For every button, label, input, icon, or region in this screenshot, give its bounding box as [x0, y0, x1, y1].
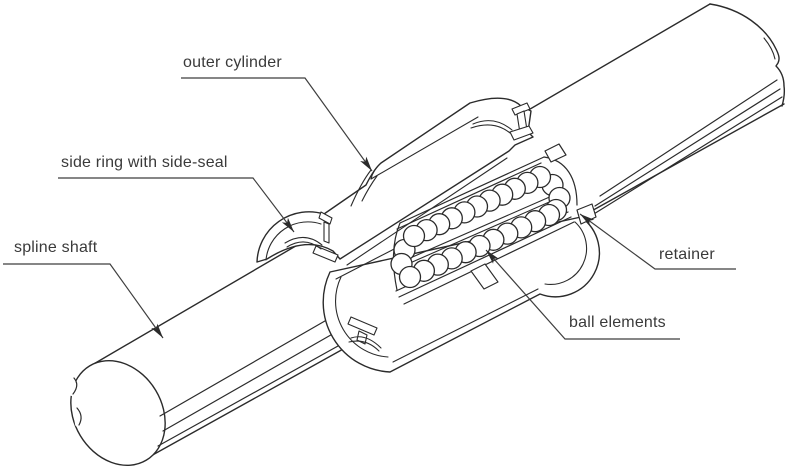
leader-outer-cylinder — [181, 77, 373, 172]
ball-track — [390, 165, 571, 289]
label-spline-shaft: spline shaft — [14, 239, 98, 256]
side-seal-lip — [350, 336, 382, 349]
right-ring-inner-arc — [544, 221, 588, 285]
ball-row-lower — [398, 203, 561, 289]
wall-thickness-line — [392, 288, 539, 363]
shaft-end-cap — [709, 3, 786, 107]
wall-thickness-line — [346, 157, 508, 266]
side-seal-lip — [284, 236, 323, 246]
ring-flange-section — [312, 245, 339, 263]
notch-mask — [73, 406, 81, 427]
shaft-end-face — [70, 359, 166, 467]
left-ring-inner-arc — [334, 276, 389, 358]
spline-grooves-right — [588, 79, 783, 218]
bottom-shell-body — [322, 216, 601, 373]
retainer-tab-right — [576, 203, 597, 225]
spline-groove-notch — [72, 377, 78, 395]
bottom-shell-details — [334, 221, 588, 363]
side-seal-lip — [286, 241, 322, 250]
ring-web-section — [323, 221, 330, 244]
outer-cylinder-details — [265, 102, 534, 266]
outer-cylinder-drawing — [256, 97, 534, 266]
spline-groove-notch — [76, 407, 82, 426]
label-outer-cylinder: outer cylinder — [183, 54, 282, 71]
spline-grooves-left — [157, 309, 357, 447]
key-flat-skirt — [350, 169, 372, 207]
side-seal-lip — [348, 340, 380, 352]
spline-shaft-drawing — [69, 3, 786, 467]
leader-ball-elements — [485, 249, 680, 340]
leader-spline-shaft — [3, 263, 164, 339]
retainer-tab-mid — [470, 263, 499, 290]
notch-mask — [69, 376, 76, 396]
label-ball-elements: ball elements — [569, 314, 666, 331]
ring-flange-section — [347, 316, 378, 336]
key-flat-near-edge — [370, 116, 479, 180]
side-seal-lip — [470, 124, 511, 134]
ring-flange-section — [509, 125, 534, 141]
leader-retainer — [579, 213, 736, 270]
label-side-ring: side ring with side-seal — [61, 154, 228, 171]
retainer-lip — [544, 143, 567, 163]
key-flat-skirt — [361, 175, 378, 202]
label-retainer: retainer — [659, 246, 715, 263]
ring-flange-section — [318, 211, 333, 225]
side-seal-lip — [472, 120, 513, 131]
leader-lines — [3, 77, 736, 340]
cap-step-arc — [763, 37, 776, 60]
key-flat-end-arc — [370, 162, 382, 180]
ball-row-upper — [402, 165, 552, 248]
retainer-strip — [407, 191, 564, 264]
leader-side-ring — [58, 177, 295, 233]
wall-thickness-line — [335, 245, 401, 280]
ring-flange-section — [511, 102, 531, 116]
